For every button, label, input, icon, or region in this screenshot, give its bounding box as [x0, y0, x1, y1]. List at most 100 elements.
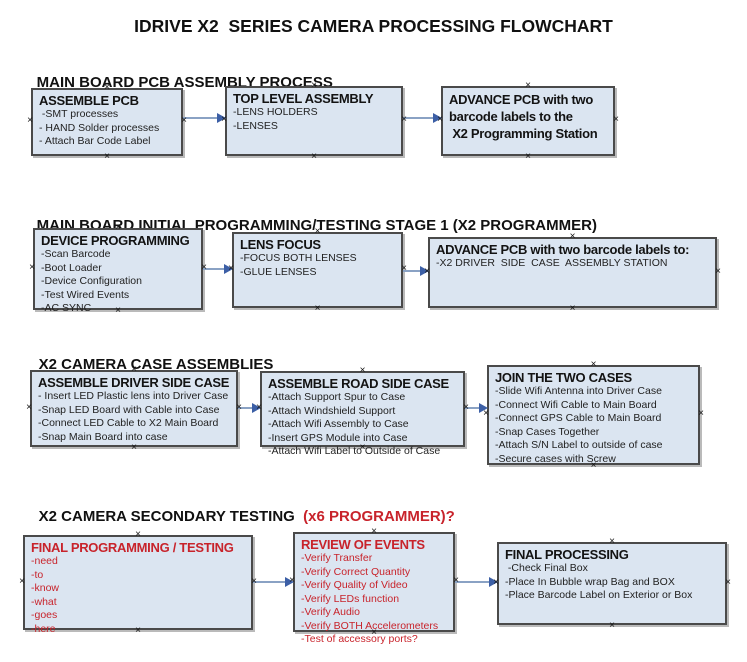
box-item: -Attach Wifi Assembly to Case — [268, 418, 409, 430]
box-item: -goes — [31, 609, 58, 621]
flow-arrow[interactable] — [465, 403, 488, 413]
connector-handle[interactable]: × — [314, 226, 321, 237]
connector-handle[interactable]: × — [221, 114, 227, 125]
connector-handle[interactable]: × — [29, 262, 35, 273]
flow-arrow[interactable] — [403, 113, 442, 123]
flow-box-join-the-two-cases[interactable]: × × × × JOIN THE TWO CASES -Slide Wifi A… — [483, 360, 704, 471]
box-item: -Connect Wifi Cable to Main Board — [495, 398, 657, 411]
box-title: ASSEMBLE ROAD SIDE CASE — [268, 376, 449, 391]
flow-box-advance-pcb-programming-station[interactable]: × × × × ADVANCE PCB with two barcode lab… — [437, 81, 619, 162]
connector-handle[interactable]: × — [463, 402, 469, 413]
connector-handle[interactable]: × — [311, 151, 317, 162]
box-item: -LENS HOLDERS — [233, 106, 318, 118]
flow-box-top-level-assembly[interactable]: × × × × TOP LEVEL ASSEMBLY -LENS HOLDERS… — [221, 81, 407, 162]
flow-box-final-programming-testing[interactable]: × × × × FINAL PROGRAMMING / TESTING -nee… — [19, 530, 257, 636]
connector-handle[interactable]: × — [236, 401, 242, 413]
section-heading-red-text: (x6 PROGRAMMER)? — [294, 508, 455, 525]
connector-handle[interactable]: × — [228, 263, 234, 274]
connector-handle[interactable]: × — [289, 575, 295, 586]
connector-handle[interactable]: × — [181, 115, 187, 126]
connector-handle[interactable]: × — [525, 151, 531, 162]
connector-handle[interactable]: × — [613, 114, 619, 125]
connector-handle[interactable]: × — [371, 627, 377, 638]
box-item: -X2 DRIVER SIDE CASE ASSEMBLY STATION — [436, 257, 668, 269]
flow-arrow[interactable] — [403, 266, 429, 276]
section-heading-text: X2 CAMERA CASE ASSEMBLIES — [38, 356, 274, 373]
box-item: -Insert GPS Module into Case — [268, 431, 408, 444]
connector-handle[interactable]: × — [725, 576, 731, 588]
section-heading-case-assemblies: X2 CAMERA CASE ASSEMBLIES — [22, 339, 274, 390]
connector-handle[interactable]: × — [201, 262, 207, 273]
flow-box-review-of-events[interactable]: × × × × REVIEW OF EVENTS -Verify Transfe… — [289, 527, 459, 646]
connector-handle[interactable]: × — [590, 460, 597, 471]
connector-handle[interactable]: × — [371, 526, 377, 537]
box-item: -what — [31, 595, 57, 608]
connector-handle[interactable]: × — [590, 359, 597, 370]
flow-box-lens-focus[interactable]: × × × × LENS FOCUS -FOCUS BOTH LENSES -G… — [228, 227, 407, 314]
connector-handle[interactable]: × — [104, 151, 110, 162]
connector-handle[interactable]: × — [698, 408, 704, 419]
connector-handle[interactable]: × — [715, 265, 721, 277]
box-title: ASSEMBLE PCB — [39, 93, 139, 108]
flow-box-assemble-driver-side-case[interactable]: × × × × ASSEMBLE DRIVER SIDE CASE - Inse… — [26, 365, 242, 453]
flow-arrow[interactable] — [253, 577, 294, 587]
box-title: ADVANCE PCB with two barcode labels to: — [436, 242, 690, 257]
connector-handle[interactable]: × — [525, 80, 531, 91]
flow-box-device-programming[interactable]: × × × × DEVICE PROGRAMMING -Scan Barcode… — [29, 223, 207, 316]
connector-handle[interactable]: × — [359, 365, 366, 376]
connector-handle[interactable]: × — [135, 625, 141, 636]
flow-box-assemble-pcb[interactable]: × × × × ASSEMBLE PCB -SMT processes - HA… — [27, 83, 187, 162]
connector-handle[interactable]: × — [104, 82, 110, 93]
arrow-line — [238, 407, 255, 409]
connector-handle[interactable]: × — [135, 529, 141, 540]
box-item: -Place In Bubble wrap Bag and BOX — [505, 575, 675, 588]
connector-handle[interactable]: × — [115, 222, 121, 233]
box-title: JOIN THE TWO CASES — [495, 370, 632, 385]
connector-handle[interactable]: × — [424, 265, 430, 277]
connector-handle[interactable]: × — [131, 364, 137, 375]
connector-handle[interactable]: × — [131, 442, 137, 453]
connector-handle[interactable]: × — [453, 575, 459, 586]
box-item: -Check Final Box — [505, 562, 588, 574]
flow-box-final-processing[interactable]: × × × × FINAL PROCESSING -Check Final Bo… — [493, 537, 731, 631]
box-item: -Snap LED Board with Cable into Case — [38, 403, 220, 416]
connector-handle[interactable]: × — [609, 620, 615, 631]
connector-handle[interactable]: × — [569, 231, 576, 242]
connector-handle[interactable]: × — [569, 303, 576, 314]
connector-handle[interactable]: × — [493, 576, 499, 588]
flow-box-assemble-road-side-case[interactable]: × × × × ASSEMBLE ROAD SIDE CASE -Attach … — [256, 366, 469, 458]
connector-handle[interactable]: × — [437, 114, 443, 125]
connector-handle[interactable]: × — [401, 114, 407, 125]
connector-handle[interactable]: × — [609, 536, 615, 547]
connector-handle[interactable]: × — [256, 402, 262, 413]
arrow-line — [403, 117, 436, 119]
box-item: -LENSES — [233, 119, 278, 132]
connector-handle[interactable]: × — [26, 401, 32, 413]
box-item: -Verify Correct Quantity — [301, 565, 411, 578]
box-item: -need — [31, 555, 58, 567]
arrow-head-icon — [217, 113, 226, 123]
connector-handle[interactable]: × — [27, 115, 33, 126]
connector-handle[interactable]: × — [115, 305, 121, 316]
box-title: FINAL PROCESSING — [505, 547, 629, 562]
box-item: -Device Configuration — [41, 275, 142, 287]
box-title: ASSEMBLE DRIVER SIDE CASE — [38, 375, 230, 390]
connector-handle[interactable]: × — [314, 303, 321, 314]
flow-box-advance-pcb-case-assembly[interactable]: × × × × ADVANCE PCB with two barcode lab… — [424, 232, 721, 314]
arrow-head-icon — [479, 403, 488, 413]
connector-handle[interactable]: × — [359, 442, 366, 453]
flow-arrow[interactable] — [183, 113, 226, 123]
box-item: -Verify Quality of Video — [301, 579, 408, 591]
box-item: -Snap Main Board into case — [38, 430, 168, 443]
flow-arrow[interactable] — [238, 403, 261, 413]
connector-handle[interactable]: × — [401, 263, 407, 274]
box-item: -FOCUS BOTH LENSES — [240, 252, 357, 264]
box-title: REVIEW OF EVENTS — [301, 537, 425, 552]
connector-handle[interactable]: × — [311, 80, 317, 91]
connector-handle[interactable]: × — [19, 575, 25, 587]
connector-handle[interactable]: × — [483, 408, 489, 419]
flow-arrow[interactable] — [455, 577, 498, 587]
flow-arrow[interactable] — [203, 264, 233, 274]
connector-handle[interactable]: × — [251, 575, 257, 587]
